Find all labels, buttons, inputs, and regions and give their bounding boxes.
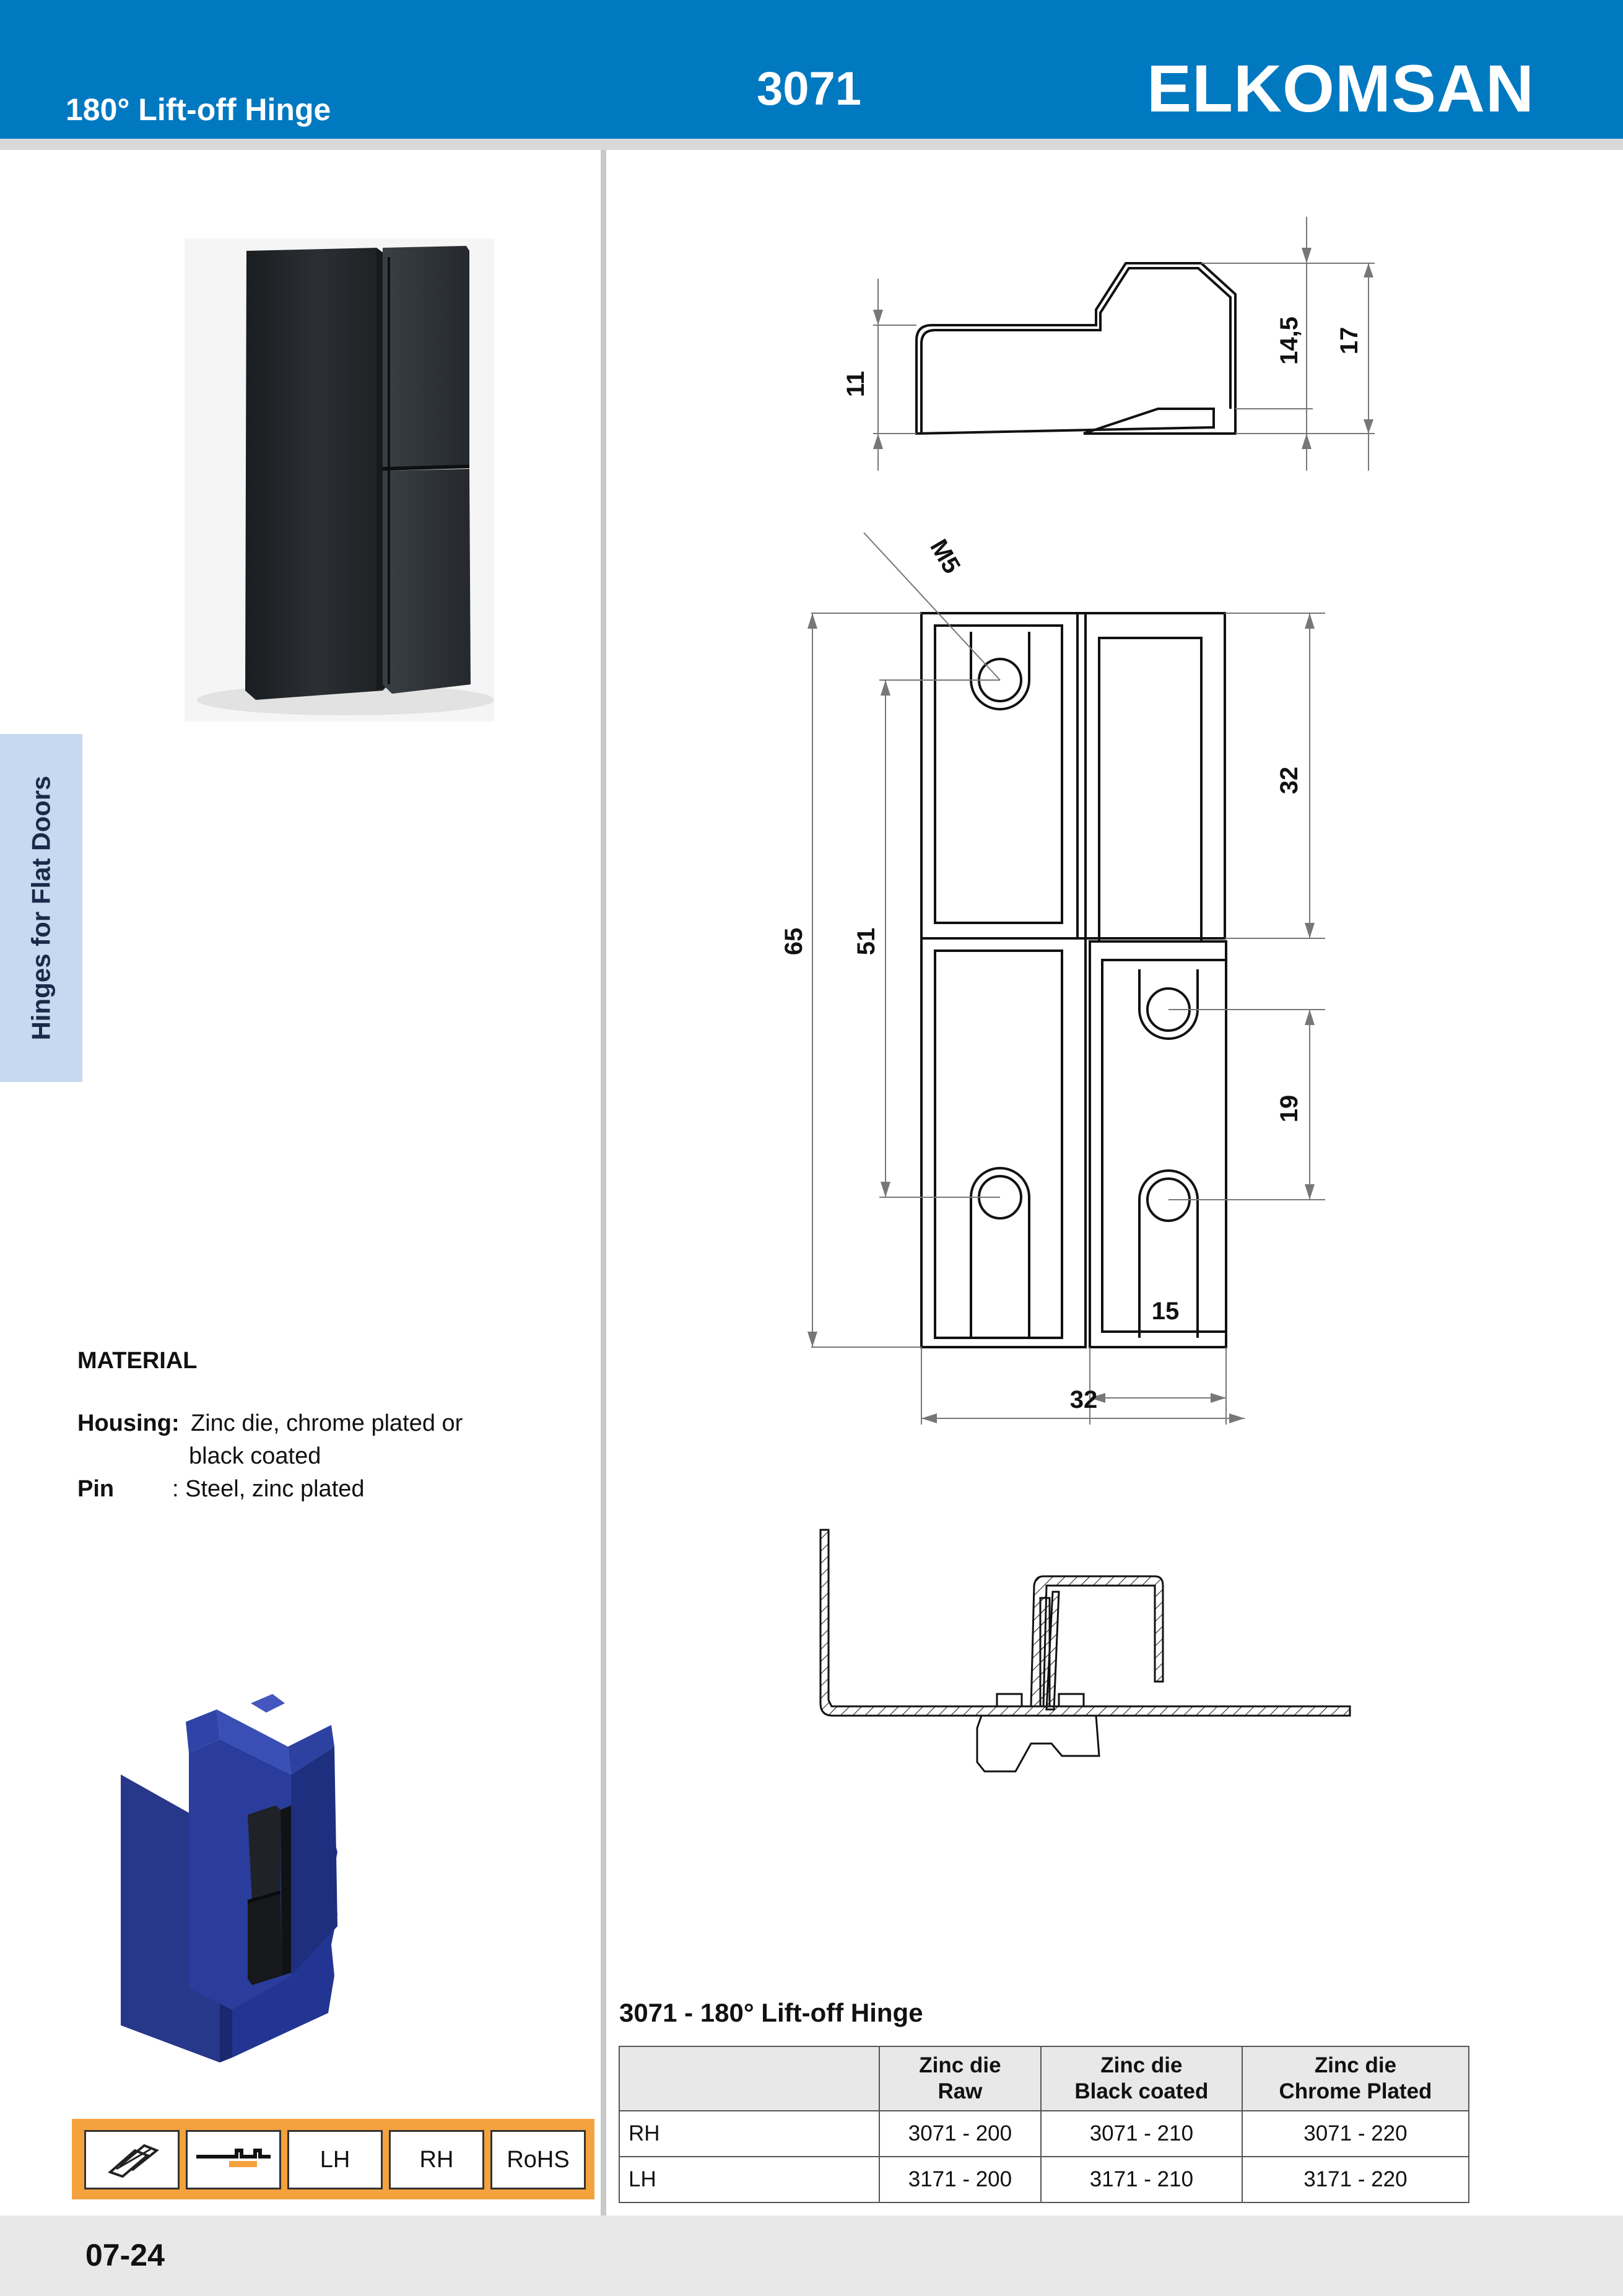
- table-header-empty: [619, 2046, 880, 2111]
- row-label-lh: LH: [619, 2156, 880, 2203]
- page-number: 07-24: [85, 2238, 165, 2272]
- pin-label: Pin: [77, 1476, 115, 1502]
- header-band: [0, 139, 1623, 150]
- dim-65: 65: [780, 928, 807, 956]
- table-cell: 3171 - 200: [879, 2156, 1042, 2203]
- material-title: MATERIAL: [77, 1348, 198, 1374]
- hinge-pin-icon: [84, 2130, 180, 2189]
- brand-logo: ELKOMSAN: [1147, 51, 1534, 126]
- application-illustration: [121, 1694, 337, 2062]
- table-cell: 3071 - 200: [879, 2110, 1042, 2157]
- dim-15: 15: [1152, 1298, 1180, 1325]
- table-cell: 3171 - 210: [1040, 2156, 1243, 2203]
- footer-bar: [0, 2215, 1623, 2296]
- side-view-drawing: 11 14,5 17: [842, 217, 1375, 471]
- dim-32-vertical: 32: [1276, 767, 1303, 795]
- product-subtitle: 180° Lift-off Hinge: [66, 92, 331, 127]
- column-divider: [601, 150, 606, 2215]
- dim-14-5: 14,5: [1276, 316, 1303, 365]
- dim-32-horizontal: 32: [1070, 1386, 1098, 1413]
- table-cell: 3171 - 220: [1241, 2156, 1470, 2203]
- dim-19: 19: [1276, 1095, 1303, 1123]
- dim-32-horizontal-line: 32: [921, 1386, 1245, 1423]
- front-view-drawing: 65 51 32 19 15 M5: [780, 533, 1325, 1425]
- table-cell: 3071 - 210: [1040, 2110, 1243, 2157]
- row-label-rh: RH: [619, 2110, 880, 2157]
- dim-11: 11: [842, 371, 869, 397]
- lh-badge: LH: [287, 2130, 383, 2189]
- table-row: LH 3171 - 200 3171 - 210 3171 - 220: [619, 2156, 1470, 2203]
- housing-label: Housing:: [77, 1410, 180, 1436]
- thread-m5-label: M5: [925, 535, 965, 578]
- pin-value: : Steel, zinc plated: [172, 1476, 365, 1502]
- ordering-table-title: 3071 - 180° Lift-off Hinge: [619, 1998, 923, 2027]
- housing-value-line2: black coated: [189, 1443, 321, 1469]
- dim-51: 51: [853, 928, 880, 956]
- section-tab-label-wrap: Hinges for Flat Doors: [0, 734, 82, 1082]
- rh-badge: RH: [389, 2130, 484, 2189]
- table-cell: 3071 - 220: [1241, 2110, 1470, 2157]
- section-view-drawing: [819, 1529, 1351, 1773]
- section-tab-label: Hinges for Flat Doors: [26, 775, 56, 1041]
- feature-icon-bar: LH RH RoHS: [72, 2119, 594, 2199]
- housing-value-line1: Zinc die, chrome plated or: [191, 1410, 463, 1436]
- rohs-badge: RoHS: [490, 2130, 586, 2189]
- table-row: RH 3071 - 200 3071 - 210 3071 - 220: [619, 2110, 1470, 2157]
- dim-17: 17: [1336, 327, 1363, 355]
- header-bar: [0, 0, 1623, 139]
- product-code: 3071: [757, 63, 862, 115]
- mounting-profile-icon: [186, 2130, 281, 2189]
- product-photo: [185, 238, 494, 722]
- section-tab[interactable]: [0, 734, 82, 1082]
